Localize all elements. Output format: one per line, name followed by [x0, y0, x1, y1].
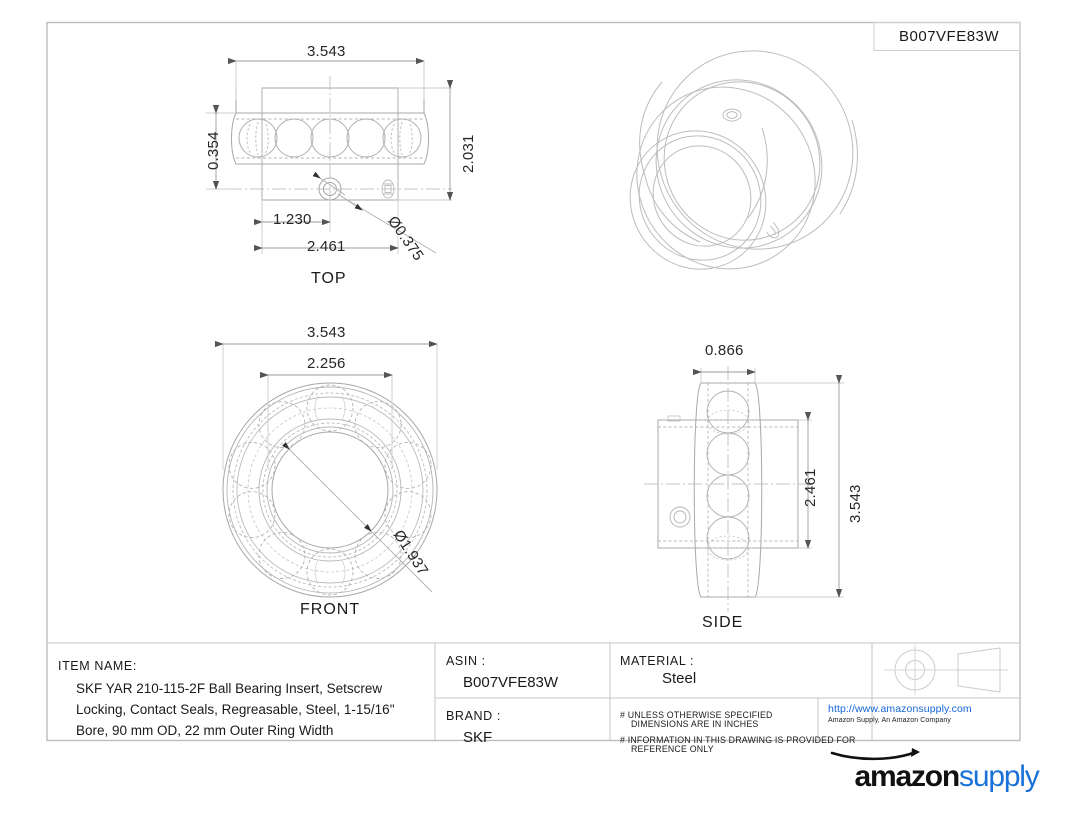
logo-supply-text: supply — [959, 759, 1040, 793]
brand-value: SKF — [463, 729, 493, 746]
view-label-side: SIDE — [702, 614, 744, 631]
brand-label: BRAND : — [446, 709, 501, 723]
front-dim-inner-ring-diameter: 2.256 — [307, 355, 346, 372]
asin-header-text: B007VFE83W — [899, 28, 1000, 45]
note-dimensions-line2: DIMENSIONS ARE IN INCHES — [631, 719, 759, 729]
amazonsupply-url[interactable]: http://www.amazonsupply.com — [828, 703, 972, 715]
item-name-value: SKF YAR 210-115-2F Ball Bearing Insert, … — [76, 681, 395, 738]
side-dim-outer-diameter: 3.543 — [847, 484, 864, 523]
top-dim-overall-height: 2.031 — [460, 134, 477, 173]
drawing-geometry — [46, 21, 1021, 742]
note-reference-line2: REFERENCE ONLY — [631, 744, 714, 754]
amazonsupply-company-line: Amazon Supply, An Amazon Company — [828, 717, 951, 724]
asin-label: ASIN : — [446, 654, 486, 668]
title-block-frame — [47, 642, 1020, 741]
asin-value: B007VFE83W — [463, 674, 559, 691]
note-reference-line1: # INFORMATION IN THIS DRAWING IS PROVIDE… — [620, 735, 856, 745]
top-dim-inner-width: 2.461 — [307, 238, 346, 255]
note-dimensions-line1: # UNLESS OTHERWISE SPECIFIED — [620, 710, 773, 720]
amazonsupply-logo: amazonsupply — [826, 725, 1040, 829]
drawing-sheet: B007VFE83W 3.543 0.354 2.031 1.230 2.461… — [46, 21, 1040, 793]
iso-geometry — [629, 50, 858, 270]
material-value: Steel — [662, 670, 697, 687]
top-dim-setscrew-offset: 1.230 — [273, 211, 312, 228]
side-dim-inner-ring-width: 0.866 — [705, 342, 744, 359]
side-dim-inner-diameter: 2.461 — [802, 468, 819, 507]
logo-amazon-text: amazon — [854, 759, 961, 793]
front-dim-outer-diameter: 3.543 — [307, 324, 346, 341]
first-angle-projection-symbol — [884, 645, 1008, 695]
view-label-front: FRONT — [300, 601, 361, 618]
material-label: MATERIAL : — [620, 654, 695, 668]
item-name-label: ITEM NAME: — [58, 659, 137, 673]
top-dim-height-left: 0.354 — [205, 131, 222, 170]
top-dim-overall-width: 3.543 — [307, 43, 346, 60]
view-label-top: TOP — [311, 270, 347, 287]
